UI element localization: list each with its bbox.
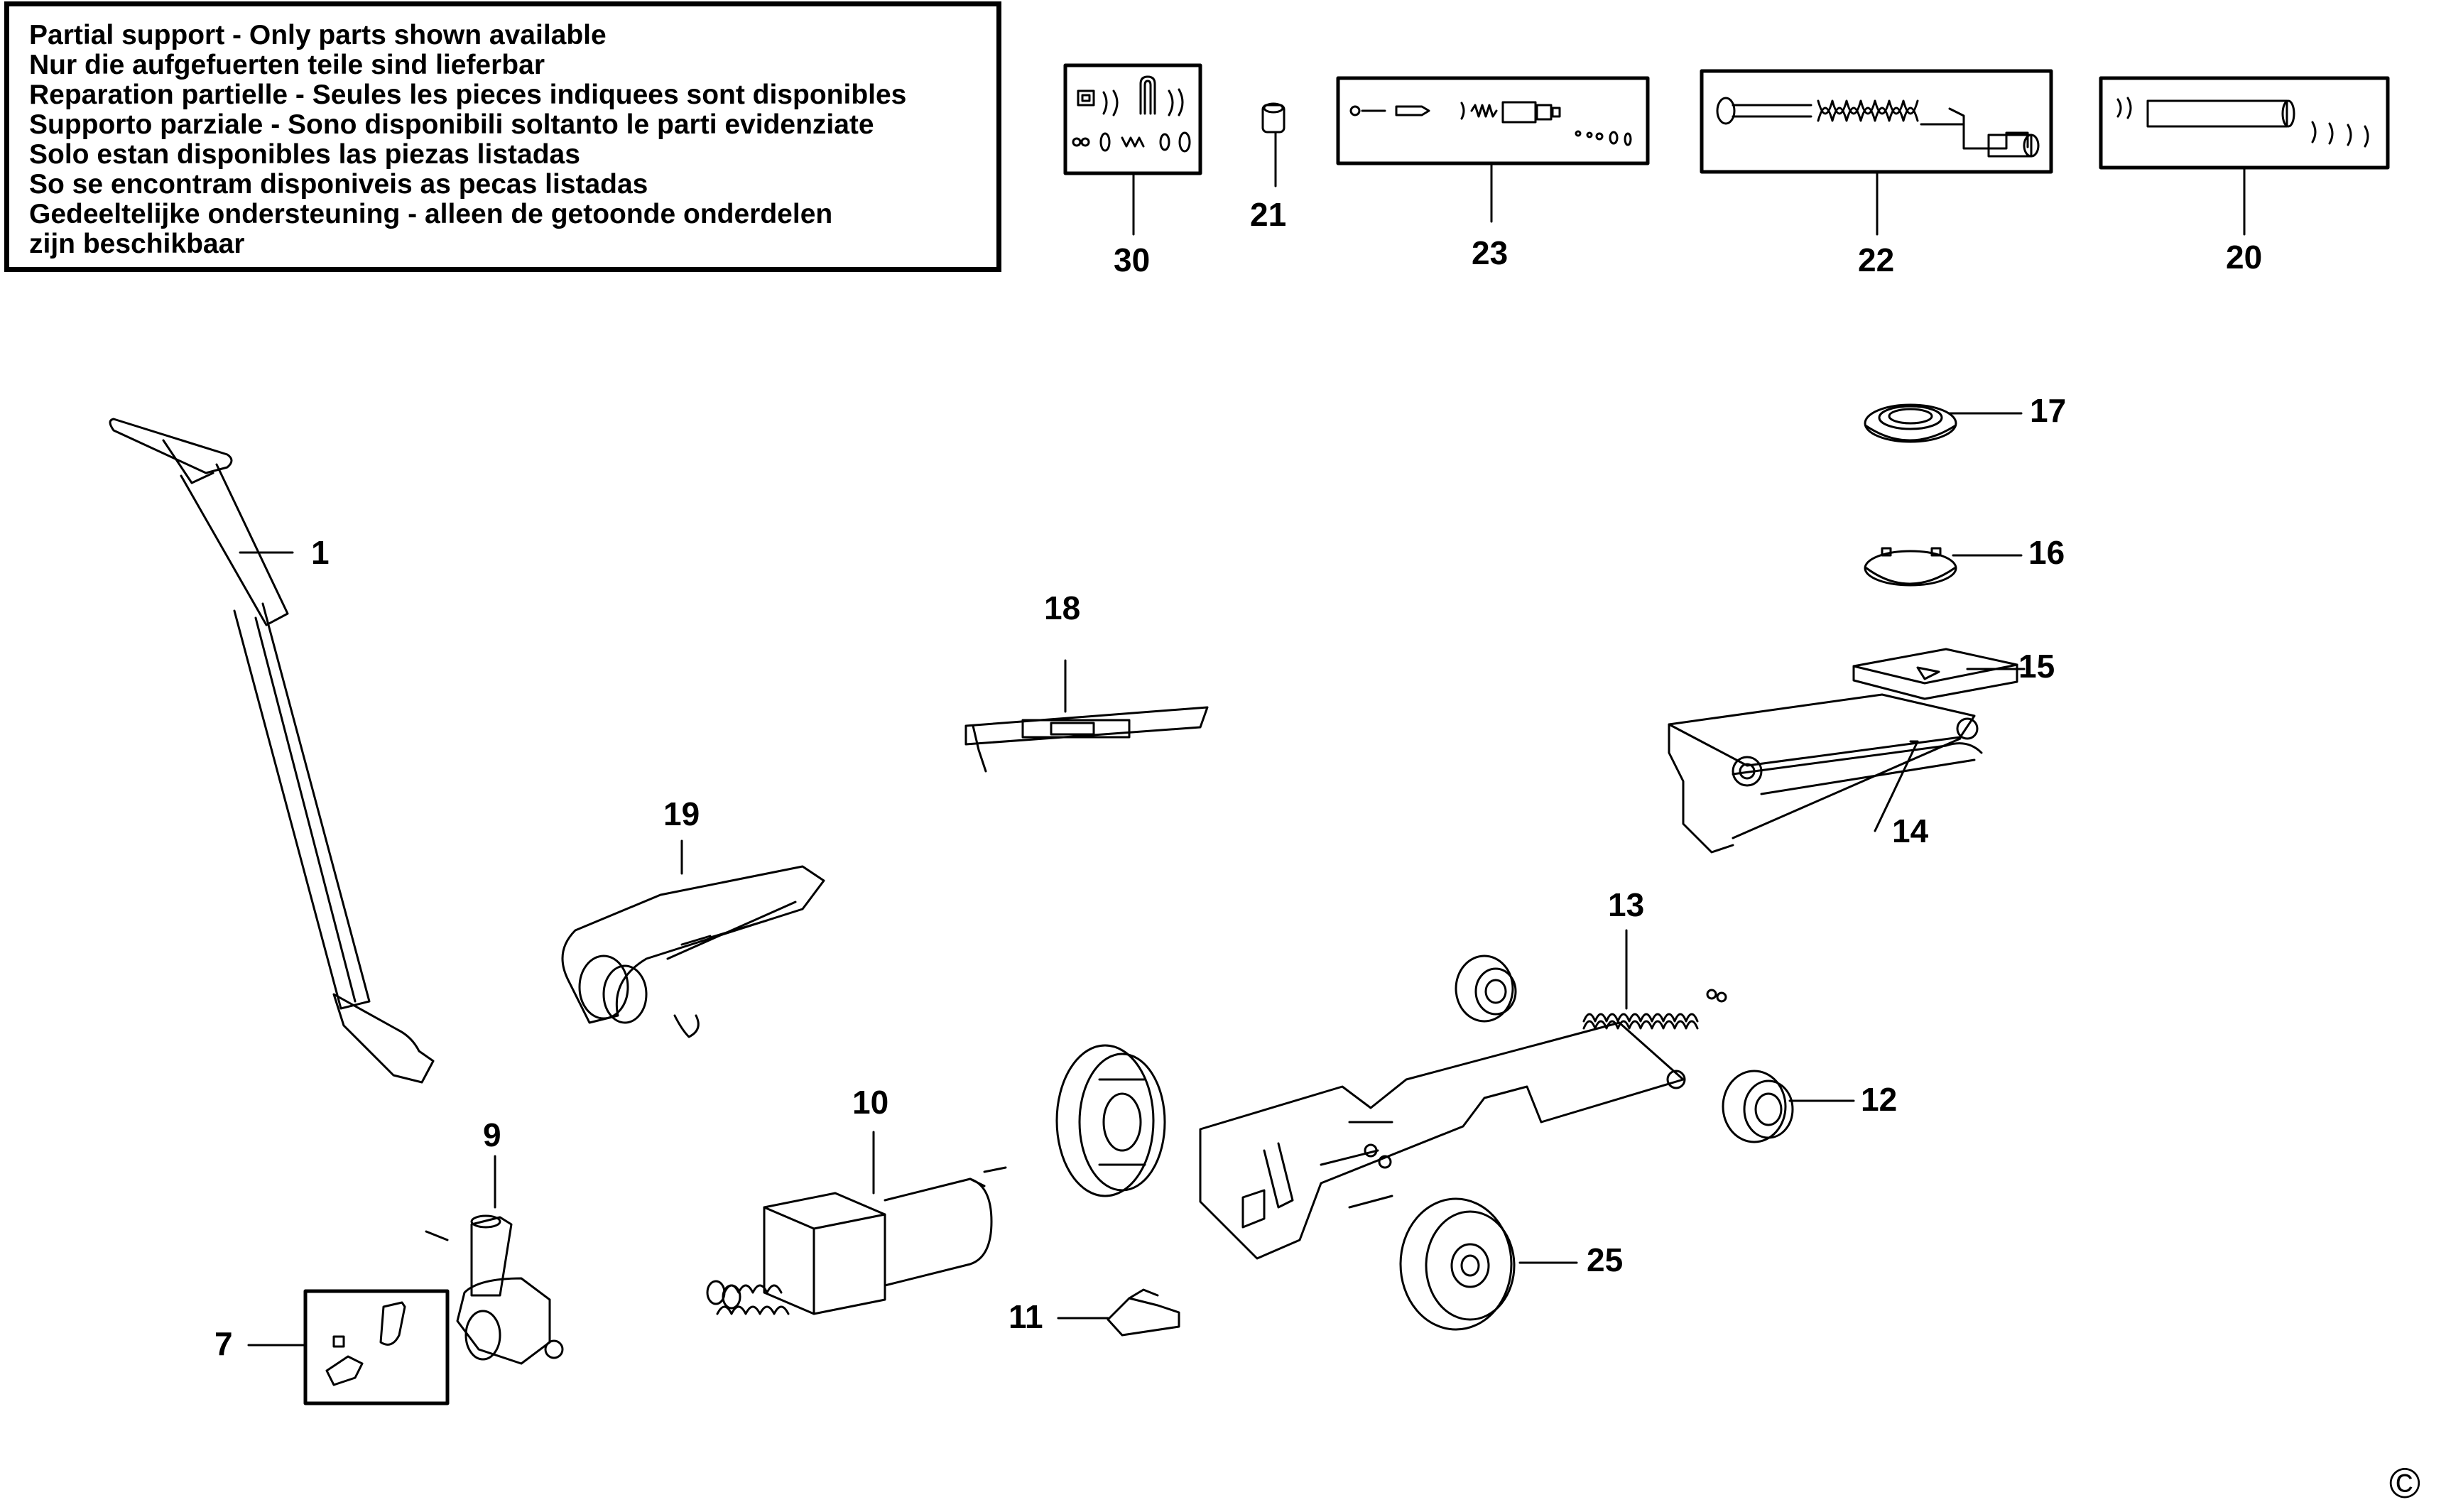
part-number: 13 bbox=[1608, 886, 1645, 923]
part-1-handle[interactable] bbox=[109, 418, 435, 1084]
part-number: 16 bbox=[2028, 534, 2065, 571]
callout-part-9: 9 bbox=[483, 1116, 501, 1153]
callout-part-7: 7 bbox=[214, 1325, 233, 1362]
callout-part-30: 30 bbox=[1114, 241, 1150, 278]
notice-line: Gedeeltelijke ondersteuning - alleen de … bbox=[29, 199, 833, 229]
partial-support-notice: Partial support - Only parts shown avail… bbox=[4, 1, 1001, 272]
part-number: 25 bbox=[1587, 1241, 1624, 1278]
callout-part-14: 14 bbox=[1892, 812, 1928, 849]
part-18-cover-plate[interactable] bbox=[964, 659, 1209, 773]
callout-part-17: 17 bbox=[2030, 392, 2066, 429]
part-19-base-cover[interactable] bbox=[561, 839, 825, 1038]
notice-line: Supporto parziale - Sono disponibili sol… bbox=[29, 109, 874, 140]
part-9-handle-socket[interactable] bbox=[425, 1155, 564, 1365]
part-17-saddle[interactable] bbox=[1864, 403, 2023, 443]
callout-part-25: 25 bbox=[1587, 1241, 1623, 1278]
part-number: 14 bbox=[1892, 812, 1929, 849]
callout-part-20: 20 bbox=[2226, 239, 2262, 276]
copyright-symbol: © bbox=[2388, 1459, 2421, 1507]
part-number: 22 bbox=[1858, 241, 1895, 278]
notice-line: Solo estan disponibles las piezas listad… bbox=[29, 139, 580, 170]
callout-part-22: 22 bbox=[1858, 241, 1894, 278]
callout-part-18: 18 bbox=[1044, 589, 1080, 626]
callout-part-23: 23 bbox=[1472, 234, 1508, 271]
callout-part-16: 16 bbox=[2028, 534, 2065, 571]
part-number: 30 bbox=[1114, 241, 1151, 278]
callout-part-12: 12 bbox=[1861, 1081, 1897, 1118]
part-number: 18 bbox=[1044, 589, 1081, 626]
part-number: 1 bbox=[311, 534, 330, 571]
front-wheel-left bbox=[1055, 1044, 1166, 1197]
callout-part-11: 11 bbox=[1009, 1298, 1043, 1335]
part-22-ram-spring[interactable] bbox=[1700, 69, 2053, 236]
notice-line: zijn beschikbaar bbox=[29, 229, 245, 259]
side-wheel-upper bbox=[1455, 954, 1517, 1023]
part-12-rear-wheel[interactable] bbox=[1722, 1070, 1855, 1143]
callout-part-21: 21 bbox=[1250, 196, 1286, 233]
notice-line: Reparation partielle - Seules les pieces… bbox=[29, 80, 907, 110]
part-10-pump-block[interactable] bbox=[706, 1131, 1007, 1315]
part-number: 12 bbox=[1861, 1081, 1898, 1118]
part-7-kit[interactable] bbox=[247, 1289, 450, 1405]
notice-line: Partial support - Only parts shown avail… bbox=[29, 20, 607, 50]
part-13-springs[interactable] bbox=[1582, 929, 1727, 1030]
part-number: 7 bbox=[214, 1325, 233, 1362]
callout-part-13: 13 bbox=[1608, 886, 1644, 923]
part-20-pump-piston[interactable] bbox=[2099, 76, 2390, 236]
callout-part-10: 10 bbox=[852, 1084, 888, 1121]
part-15-14-lift-arm[interactable] bbox=[1668, 648, 2026, 854]
callout-part-1: 1 bbox=[311, 534, 330, 571]
callout-part-15: 15 bbox=[2018, 648, 2055, 685]
part-23-valve-kit[interactable] bbox=[1336, 76, 1650, 223]
part-11-release-valve[interactable] bbox=[1057, 1288, 1180, 1337]
part-number: 10 bbox=[852, 1084, 889, 1121]
part-number: 20 bbox=[2226, 239, 2263, 276]
part-number: 23 bbox=[1472, 234, 1509, 271]
part-number: 21 bbox=[1250, 196, 1287, 233]
part-number: 9 bbox=[483, 1116, 501, 1153]
chassis-frame bbox=[1199, 1021, 1686, 1260]
part-number: 19 bbox=[663, 795, 700, 832]
part-16-saddle-base[interactable] bbox=[1864, 547, 2023, 587]
part-30-seal-kit[interactable] bbox=[1063, 63, 1202, 236]
callout-part-19: 19 bbox=[663, 795, 700, 832]
part-number: 11 bbox=[1009, 1298, 1043, 1335]
part-25-front-wheel[interactable] bbox=[1399, 1197, 1578, 1331]
part-number: 15 bbox=[2018, 648, 2055, 685]
part-21-nut[interactable] bbox=[1261, 102, 1285, 187]
notice-line: So se encontram disponiveis as pecas lis… bbox=[29, 169, 648, 200]
part-number: 17 bbox=[2030, 392, 2067, 429]
notice-line: Nur die aufgefuerten teile sind lieferba… bbox=[29, 50, 545, 80]
